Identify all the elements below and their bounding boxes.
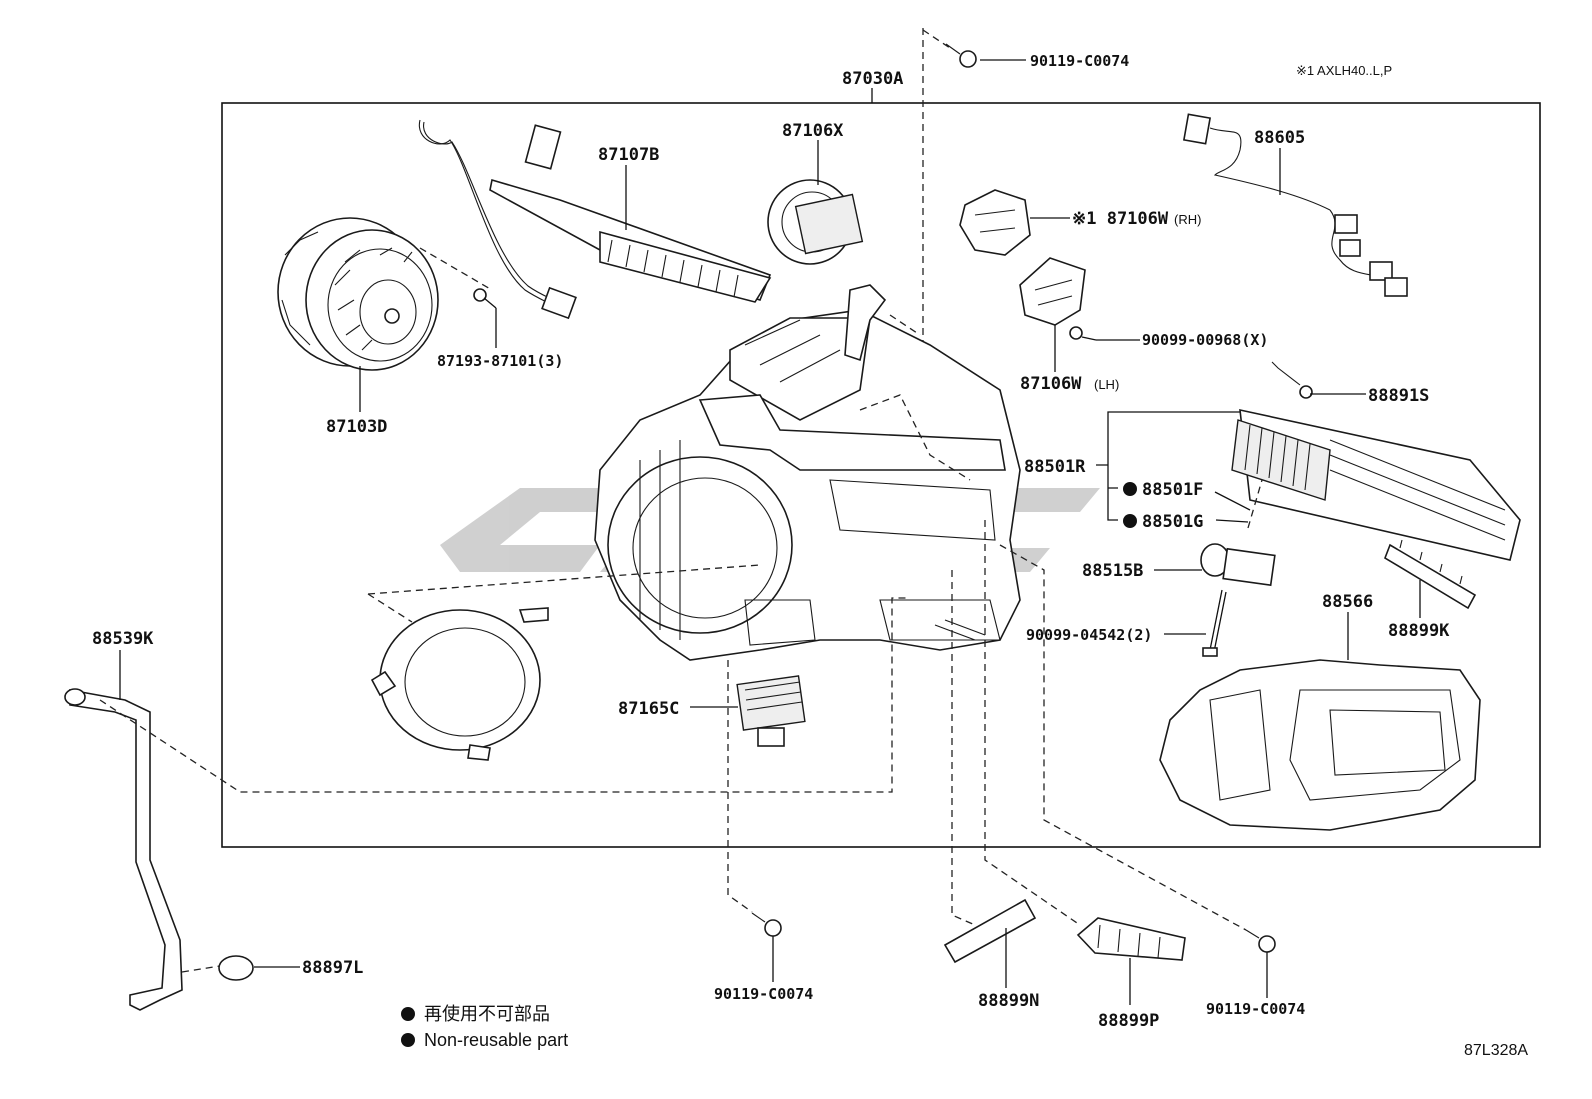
evaporator-88501R <box>1231 408 1521 561</box>
label-88899N: 88899N <box>978 991 1039 1011</box>
dash-88897L <box>181 965 221 973</box>
label-87165C: 87165C <box>618 699 679 719</box>
damper-servo-87106W-lh <box>1019 257 1086 326</box>
damper-servo-87106X <box>767 179 864 265</box>
diagram-reference-code: 87L328A <box>1464 1042 1528 1059</box>
screw-87193 <box>473 288 497 309</box>
label-model-note: ※1 AXLH40..L,P <box>1296 63 1392 78</box>
legend-japanese: 再使用不可部品 <box>424 1004 550 1024</box>
legend-english: Non-reusable part <box>424 1030 568 1050</box>
non-reusable-marker-88501F <box>1123 482 1137 496</box>
label-88501F: 88501F <box>1142 480 1203 500</box>
seal-88899N <box>943 898 1037 964</box>
filter-88899P <box>1076 917 1186 961</box>
label-87107B: 87107B <box>598 145 659 165</box>
label-87030A: 87030A <box>842 69 903 89</box>
blower-resistor-87165C <box>736 675 806 747</box>
label-88566: 88566 <box>1322 592 1373 612</box>
label-90099-04542: 90099-04542(2) <box>1026 626 1152 644</box>
screw-90119-bottom-left <box>751 912 782 937</box>
heater-core-87107B <box>489 124 772 303</box>
screw-90119-bottom-right <box>1245 929 1276 953</box>
label-90119-bottom-left: 90119-C0074 <box>714 985 813 1003</box>
dash-88539K <box>99 597 910 793</box>
evaporator-case-88566 <box>1159 659 1481 831</box>
label-88897L: 88897L <box>302 958 363 978</box>
label-90099-00968: 90099-00968(X) <box>1142 331 1268 349</box>
label-88515B: 88515B <box>1082 561 1143 581</box>
dash-87193 <box>419 247 493 291</box>
leader-lines <box>119 59 1421 1005</box>
seal-88899K <box>1384 539 1477 610</box>
label-87106W-rh: ※1 87106W <box>1072 209 1169 229</box>
dash-ring <box>367 564 761 623</box>
label-88891S: 88891S <box>1368 386 1429 406</box>
non-reusable-marker-88501G <box>1123 514 1137 528</box>
label-88605: 88605 <box>1254 128 1305 148</box>
dash-line-top <box>922 28 966 421</box>
dash-to-88899N <box>951 570 976 926</box>
dash-housing-a <box>859 394 971 481</box>
dash-line-top-screw <box>922 29 951 49</box>
label-88501G: 88501G <box>1142 512 1203 532</box>
screw-90119-top <box>945 43 977 68</box>
label-88899K: 88899K <box>1388 621 1450 641</box>
damper-servo-87106W-rh <box>959 189 1031 256</box>
bolt-90099-04542 <box>1202 589 1227 657</box>
label-87103D: 87103D <box>326 417 387 437</box>
label-88899P: 88899P <box>1098 1011 1159 1031</box>
dash-housing-b <box>889 314 921 336</box>
label-87193: 87193-87101(3) <box>437 352 563 370</box>
cap-88897L <box>218 955 254 981</box>
label-87106X: 87106X <box>782 121 844 141</box>
blower-case-ring <box>370 607 549 761</box>
dash-88501 <box>1247 479 1263 529</box>
label-88501R: 88501R <box>1024 457 1086 477</box>
label-87106W-lh: 87106W <box>1020 374 1082 394</box>
assembly-frame <box>221 102 1541 848</box>
dash-to-br-screw <box>999 544 1247 931</box>
label-88539K: 88539K <box>92 629 154 649</box>
sensor-wire <box>418 119 577 320</box>
drain-hose-88539K <box>64 688 183 1011</box>
legend-dot-jp <box>401 1007 415 1021</box>
hvac-housing <box>594 284 1021 661</box>
label-90119-top: 90119-C0074 <box>1030 52 1129 70</box>
wire-harness-88605 <box>1182 113 1408 297</box>
dash-to-88899P <box>984 520 1081 926</box>
sensor-88891S <box>1271 361 1313 399</box>
blower-motor-87103D <box>277 217 439 371</box>
label-90119-bottom-right: 90119-C0074 <box>1206 1000 1305 1018</box>
expansion-valve-88515B <box>1200 543 1276 587</box>
label-lh: (LH) <box>1094 377 1119 392</box>
label-rh: (RH) <box>1174 212 1201 227</box>
legend-dot-en <box>401 1033 415 1047</box>
dash-to-bl-screw <box>727 660 753 913</box>
screw-90099-00968 <box>1069 326 1097 341</box>
